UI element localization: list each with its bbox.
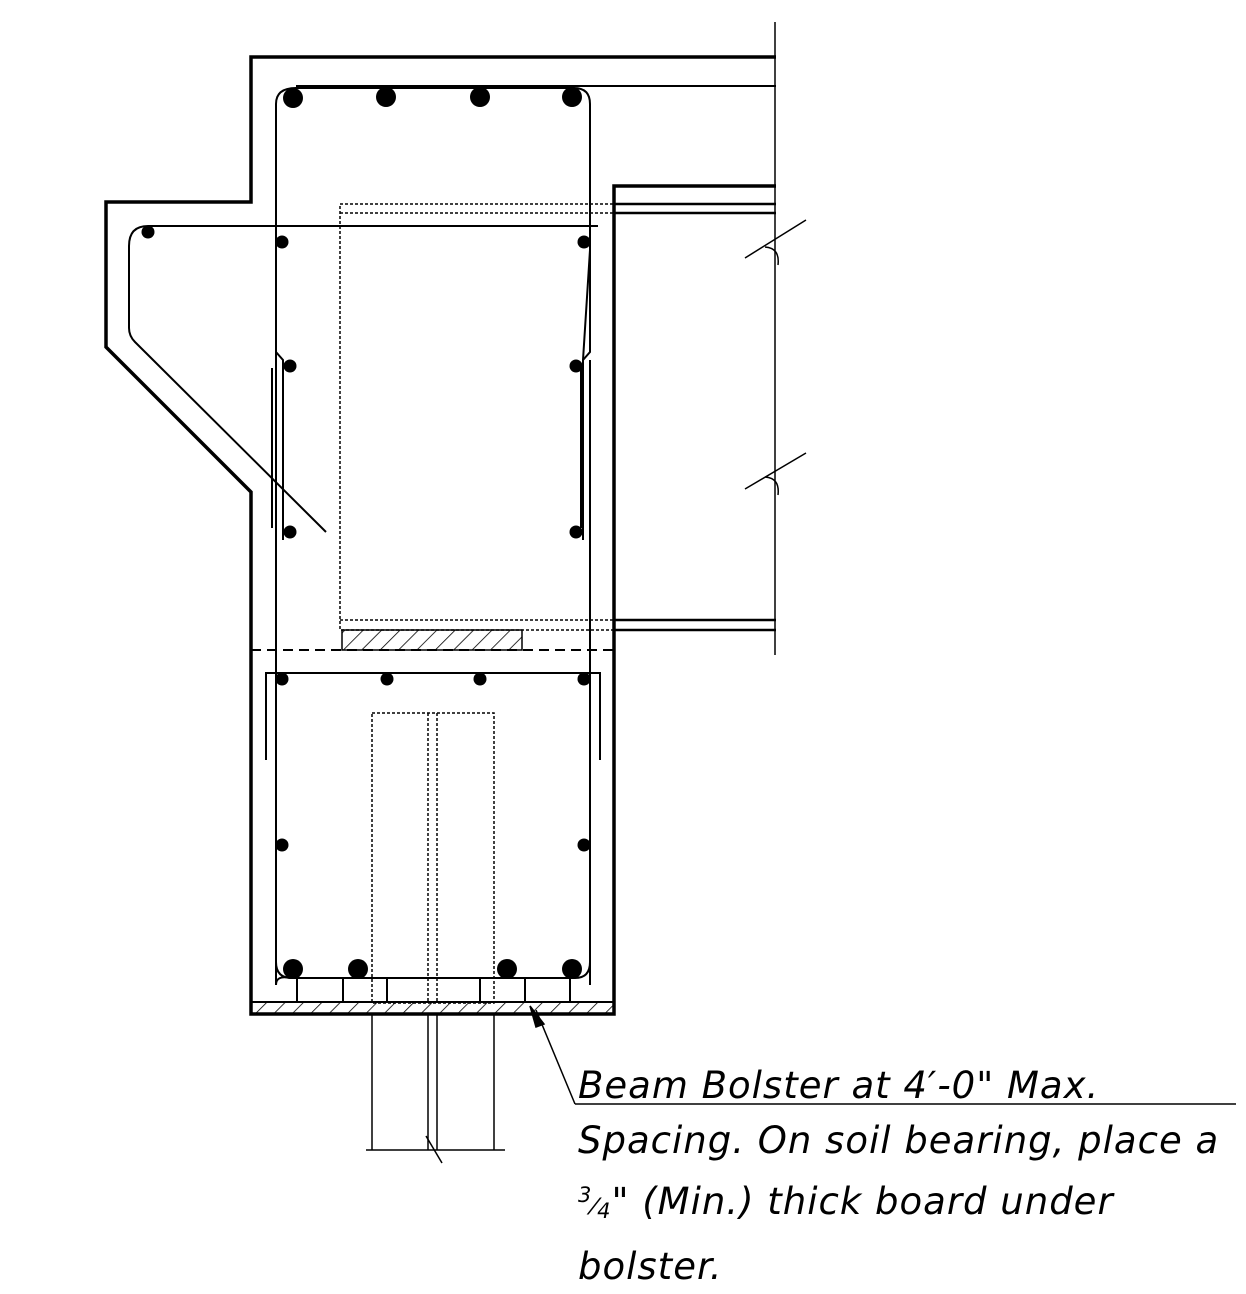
fraction: 3⁄4 [578,1183,612,1223]
concrete-outline [104,55,776,1016]
soil-board [250,1001,615,1015]
note-line-3-text: " (Min.) thick board under [611,1180,1114,1223]
corbel-bar [128,225,598,533]
upper-stirrup [275,87,591,986]
bolster-note: Beam Bolster at 4′-0" Max. Spacing. On s… [578,1058,1218,1294]
note-leader [529,1005,1236,1105]
steel-beam [614,202,776,632]
note-line-2: Spacing. On soil bearing, place a [578,1119,1220,1162]
note-line-4: bolster. [578,1245,723,1288]
break-marks [744,219,807,496]
beam-bolster [251,977,614,1003]
fraction-denominator: 4 [597,1199,612,1223]
bearing-pad [341,629,523,651]
lap-bars [271,368,582,528]
note-line-1: Beam Bolster at 4′-0" Max. [578,1064,1100,1107]
pile-below [366,1014,505,1164]
rebar-bars [141,87,591,979]
beam-end-dotted [339,203,615,631]
note-line-3: 3⁄4" (Min.) thick board under [578,1168,1218,1239]
lower-stirrup [265,672,601,760]
fraction-numerator: 3 [578,1183,593,1207]
pile-dotted [371,712,495,1004]
